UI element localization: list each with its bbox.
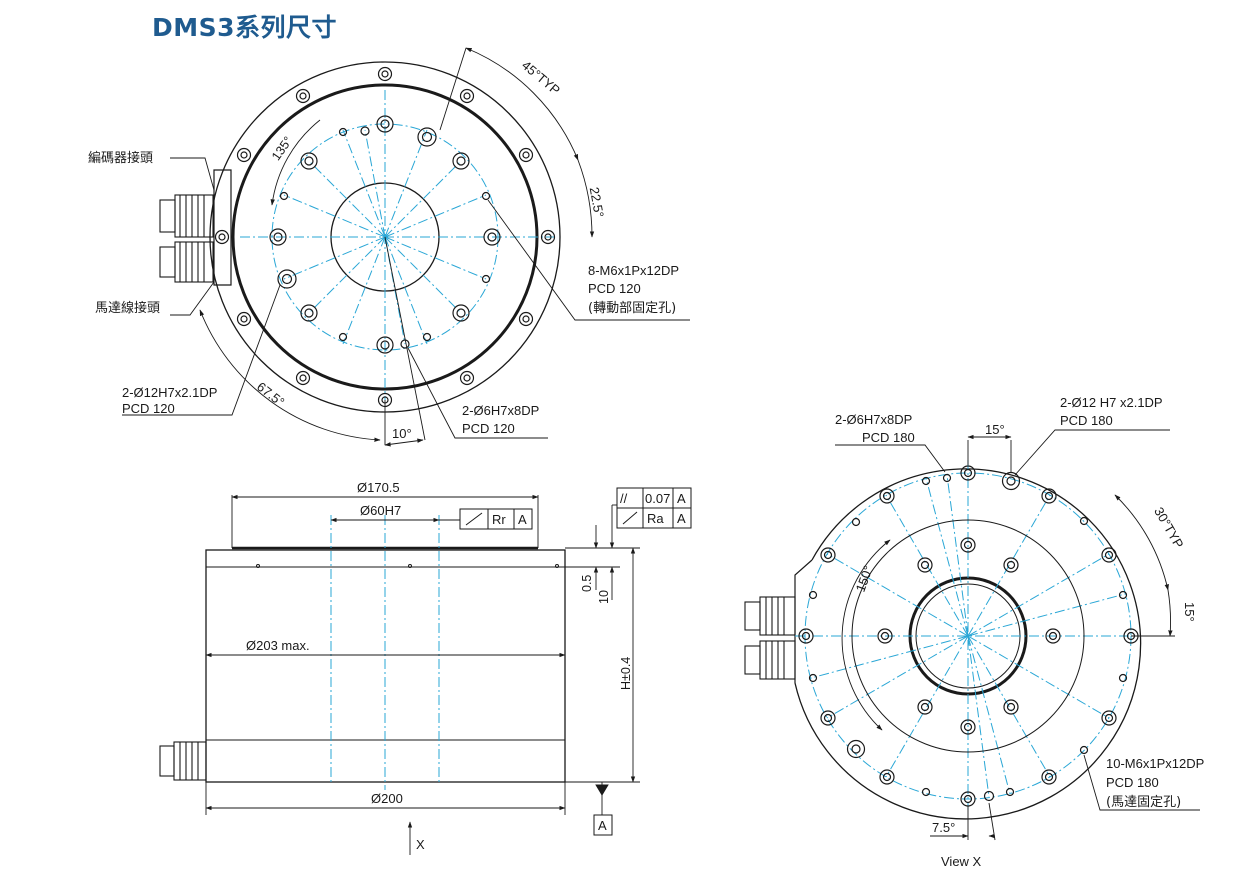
bottom-tapped-line3: (馬達固定孔) bbox=[1106, 795, 1181, 810]
bottom-motor-connector bbox=[744, 640, 796, 680]
bottom-pin-6-line1: 2-Ø6H7x8DP bbox=[835, 412, 912, 427]
encoder-connector bbox=[159, 194, 214, 238]
bottom-outer-holes bbox=[798, 465, 1139, 807]
tapped-holes-line3: (轉動部固定孔) bbox=[588, 301, 676, 316]
angle-22-5: 22.5° bbox=[587, 186, 607, 219]
dim-60h7: Ø60H7 bbox=[360, 503, 401, 518]
angle-10: 10° bbox=[392, 426, 412, 441]
gdt-ra-datum: A bbox=[677, 511, 686, 526]
bottom-outline bbox=[794, 468, 1142, 820]
bottom-view-labels: 2-Ø6H7x8DP PCD 180 2-Ø12 H7 x2.1DP PCD 1… bbox=[835, 395, 1204, 869]
bottom-leaders bbox=[835, 429, 1200, 811]
angle-30-typ: 30°TYP bbox=[1151, 505, 1186, 551]
bottom-dimensions bbox=[841, 434, 1175, 841]
tapped-holes-line2: PCD 120 bbox=[588, 281, 641, 296]
side-dimensions bbox=[205, 494, 640, 855]
dim-0-5: 0.5 bbox=[580, 575, 594, 592]
top-center-lines bbox=[240, 90, 555, 400]
motor-connector-label: 馬達線接頭 bbox=[95, 300, 160, 316]
pin-hole-12-line1: 2-Ø12H7x2.1DP bbox=[122, 385, 217, 400]
side-view-labels: Ø170.5 Ø60H7 Ø203 max. Ø200 0.5 10 H±0.4… bbox=[246, 480, 686, 852]
top-leaders bbox=[122, 157, 690, 439]
dim-200: Ø200 bbox=[371, 791, 403, 806]
pin-hole-6-line1: 2-Ø6H7x8DP bbox=[462, 403, 539, 418]
top-view bbox=[122, 47, 690, 447]
angle-67-5: 67.5° bbox=[254, 379, 287, 410]
angle-135: 135° bbox=[269, 134, 295, 163]
side-connector bbox=[159, 741, 207, 781]
angle-7-5: 7.5° bbox=[932, 820, 955, 835]
bottom-pin-6-line2: PCD 180 bbox=[862, 430, 915, 445]
encoder-connector-label: 編碼器接頭 bbox=[88, 150, 153, 166]
tapped-holes-line1: 8-M6x1Px12DP bbox=[588, 263, 679, 278]
bottom-pin-12-line2: PCD 180 bbox=[1060, 413, 1113, 428]
page-title: DMS3系列尺寸 bbox=[152, 13, 338, 42]
gdt-frames bbox=[459, 487, 692, 836]
dim-170-5: Ø170.5 bbox=[357, 480, 400, 495]
angle-45-typ: 45°TYP bbox=[519, 57, 563, 97]
gdt-ra: Ra bbox=[647, 511, 664, 526]
motor-connector bbox=[159, 241, 214, 283]
connector-bracket bbox=[213, 169, 232, 286]
view-arrow-x: X bbox=[416, 837, 425, 852]
angle-15-top: 15° bbox=[985, 422, 1005, 437]
angle-150: 150° bbox=[853, 564, 876, 594]
gdt-rr-datum: A bbox=[518, 512, 527, 527]
datum-a: A bbox=[598, 818, 607, 833]
view-x-caption: View X bbox=[941, 854, 982, 869]
bottom-encoder-connector bbox=[744, 596, 796, 636]
dim-203: Ø203 max. bbox=[246, 638, 310, 653]
side-center-lines bbox=[330, 515, 440, 790]
dim-h: H±0.4 bbox=[619, 657, 633, 690]
bottom-pin-12-line1: 2-Ø12 H7 x2.1DP bbox=[1060, 395, 1163, 410]
bottom-center-lines bbox=[795, 460, 1140, 810]
top-view-labels: 編碼器接頭 馬達線接頭 45°TYP 22.5° 135° 67.5° 10° … bbox=[88, 57, 679, 441]
bottom-tapped-line1: 10-M6x1Px12DP bbox=[1106, 756, 1204, 771]
gdt-rr: Rr bbox=[492, 512, 506, 527]
bottom-tapped-line2: PCD 180 bbox=[1106, 775, 1159, 790]
gdt-parallel-value: 0.07 bbox=[645, 491, 670, 506]
bottom-view bbox=[744, 429, 1200, 841]
gdt-parallel-symbol: // bbox=[620, 491, 628, 506]
inner-pcd-arc bbox=[851, 519, 1085, 753]
pin-hole-6-line2: PCD 120 bbox=[462, 421, 515, 436]
side-view bbox=[159, 487, 692, 855]
angle-15-right: 15° bbox=[1182, 602, 1197, 622]
gdt-parallel-datum: A bbox=[677, 491, 686, 506]
pin-hole-12-line2: PCD 120 bbox=[122, 401, 175, 416]
top-dimension-arcs bbox=[199, 47, 595, 447]
dim-10: 10 bbox=[597, 590, 611, 604]
